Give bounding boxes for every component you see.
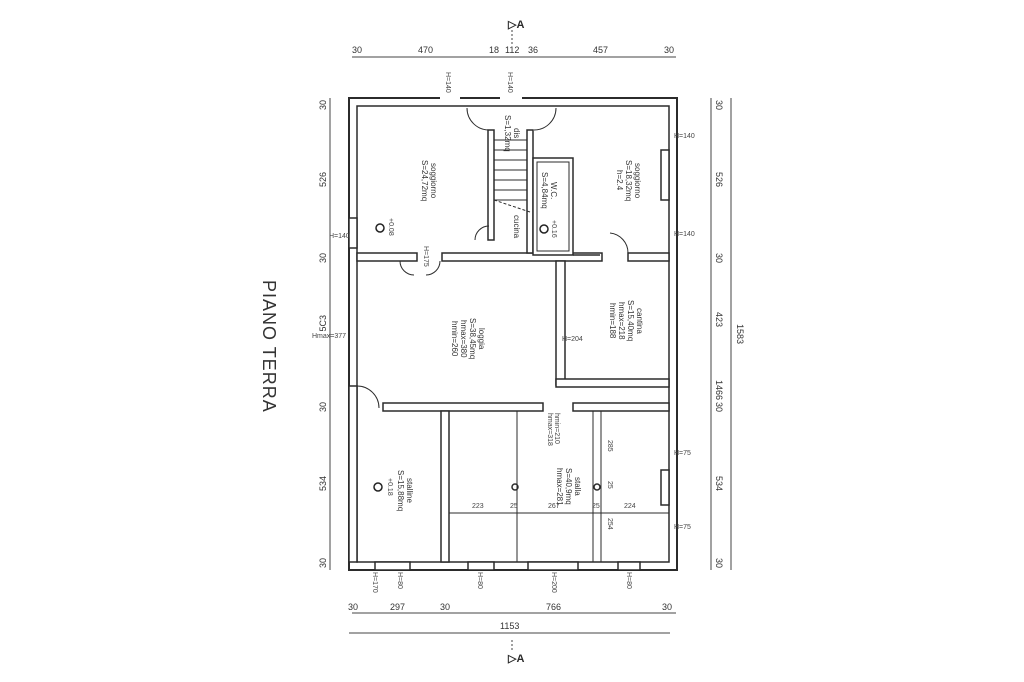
dim-bottom-1: 297 <box>390 602 406 612</box>
ann-right-h2: H=140 <box>674 231 695 238</box>
ann-bottom-h-4: H=80 <box>625 572 632 589</box>
dim-top-4: 36 <box>528 45 539 55</box>
section-arrow-icon: ▷ <box>508 19 517 31</box>
room-dis: dis S=1,32mq <box>503 115 521 152</box>
dim-right-6: 534 <box>714 476 724 492</box>
room-wc: W.C. S=4,84mq <box>540 172 558 209</box>
ann-bottom-h-3: H=200 <box>550 572 557 593</box>
stalla-vert-0: 285 <box>606 440 613 452</box>
ann-right-h4: H=75 <box>674 524 691 531</box>
section-arrow-icon: ▷ <box>508 653 517 665</box>
dim-bottom-4: 30 <box>662 602 673 612</box>
room-loggia: loggia S=38,45mq hmax=380 hmin=260 <box>450 318 486 360</box>
dim-left-4: 30 <box>318 402 328 413</box>
ann-left-h: H=140 <box>329 233 350 240</box>
dim-bottom-total: 1153 <box>500 621 520 631</box>
level-stalline: +0.18 <box>386 478 393 496</box>
room-cantina: cantina S=15,40mq hmax=218 hmin=188 <box>608 300 644 342</box>
dim-left-6: 30 <box>318 558 328 569</box>
dim-bottom-3: 766 <box>546 602 562 612</box>
dim-left-5: 534 <box>318 476 328 492</box>
level-wc: +0.16 <box>550 220 557 238</box>
ann-bottom-h-0: H=170 <box>371 572 378 593</box>
ann-top-h2: H=140 <box>506 72 513 93</box>
page-title: PIANO TERRA <box>259 280 279 413</box>
ann-stalla-top: hmin=210 <box>553 413 560 444</box>
dim-left-1: 526 <box>318 172 328 188</box>
ann-door-h: H=175 <box>422 246 429 267</box>
stalla-dim-2: 267 <box>548 503 560 510</box>
room-soggiorno-right: soggiorno S=18,32mq h=2.4 <box>615 160 642 202</box>
dim-bottom-0: 30 <box>348 602 359 612</box>
dim-top-1: 470 <box>418 45 434 55</box>
ann-right-h1: H=140 <box>674 133 695 140</box>
dim-bottom-2: 30 <box>440 602 451 612</box>
dim-top-0: 30 <box>352 45 363 55</box>
dim-right-2: 30 <box>714 253 724 264</box>
dim-right-4: 1466 <box>714 380 724 401</box>
level-soggiorno-left: +0.08 <box>387 218 394 236</box>
ann-top-h1: H=140 <box>444 72 451 93</box>
dim-left-3: 5C3 <box>318 315 328 332</box>
dim-right-7: 30 <box>714 558 724 569</box>
room-soggiorno-left: soggiorno S=24,72mq <box>420 160 438 202</box>
stalla-vert-1: 25 <box>606 481 613 489</box>
dim-right-3: 423 <box>714 312 724 328</box>
dim-right-0: 30 <box>714 100 724 111</box>
stalla-dim-1: 25 <box>510 503 518 510</box>
ann-hmax-left: Hmax=377 <box>312 333 347 340</box>
dim-right-5: 30 <box>714 402 724 413</box>
dim-top-3: 112 <box>505 45 520 55</box>
section-marker-top: ▷A <box>508 19 525 31</box>
room-cucina: cucina <box>512 215 521 239</box>
dim-left-2: 30 <box>318 253 328 264</box>
ann-stalla-top2: hmax=318 <box>546 413 553 446</box>
room-stalline: stalline S=15,88mq <box>396 470 414 512</box>
ann-cantina-h: H=204 <box>562 336 583 343</box>
room-stalla: stalla S=40,9mq hmax=281 <box>555 468 582 506</box>
dim-top-6: 30 <box>664 45 675 55</box>
stalla-dim-4: 224 <box>624 503 636 510</box>
section-marker-bottom: ▷A <box>508 653 525 665</box>
stalla-dim-3: 25 <box>592 503 600 510</box>
stalla-vert-2: 254 <box>606 518 613 530</box>
dim-top-2: 18 <box>489 45 500 55</box>
dim-top-5: 457 <box>593 45 609 55</box>
dim-left-0: 30 <box>318 100 328 111</box>
ann-bottom-h-2: H=80 <box>476 572 483 589</box>
stalla-dim-0: 223 <box>472 503 484 510</box>
dim-right-1: 526 <box>714 172 724 188</box>
dim-right-total: 1583 <box>735 324 745 345</box>
ann-bottom-h-1: H=80 <box>396 572 403 589</box>
ann-right-h3: H=75 <box>674 450 691 457</box>
